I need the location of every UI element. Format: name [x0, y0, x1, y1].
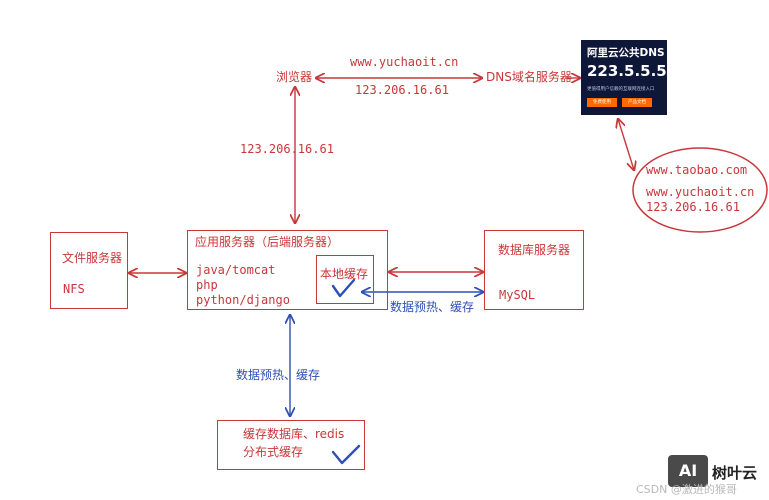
app-server-line: java/tomcat — [196, 263, 276, 277]
edge-label-ip: 123.206.16.61 — [355, 83, 449, 97]
dns-card-free-button: 免费使用 — [587, 98, 617, 107]
checkmark-icon — [331, 278, 356, 298]
db-server-label: 数据库服务器 — [498, 243, 571, 257]
badge-text: 树叶云 — [712, 464, 758, 482]
app-server-box — [187, 230, 388, 310]
db-server-box — [484, 230, 584, 310]
app-server-title: 应用服务器（后端服务器） — [195, 235, 340, 249]
resolution-entry: 123.206.16.61 — [646, 200, 740, 214]
file-server-box — [50, 232, 128, 309]
edge-label-browser-app: 123.206.16.61 — [240, 142, 334, 156]
edge-label-preheat-db: 数据预热、缓存 — [390, 300, 475, 314]
dns-server-node: DNS域名服务器 — [486, 70, 572, 84]
dns-resolution-bubble — [632, 147, 768, 233]
aliyun-dns-card: 阿里云公共DNS 223.5.5.5 更值得用户信赖的互联网连接入口 免费使用 … — [581, 40, 667, 115]
edge-label-domain: www.yuchaoit.cn — [350, 55, 459, 69]
dns-card-title: 阿里云公共DNS — [587, 47, 665, 59]
checkmark-icon — [331, 444, 361, 465]
cache-db-line: 分布式缓存 — [243, 445, 304, 459]
mysql-label: MySQL — [499, 288, 536, 302]
cache-db-line: 缓存数据库、redis — [243, 427, 345, 441]
resolution-entry: www.yuchaoit.cn — [646, 185, 755, 199]
dns-card-docs-button: 产品文档 — [622, 98, 652, 107]
resolution-entry: www.taobao.com — [646, 163, 748, 177]
local-cache-label: 本地缓存 — [320, 267, 369, 281]
ai-logo-icon: AI — [668, 455, 708, 487]
local-cache-box — [316, 255, 374, 304]
cache-db-box — [217, 420, 365, 470]
app-server-line: python/django — [196, 293, 290, 307]
edge-label-preheat-redis: 数据预热、缓存 — [236, 368, 321, 382]
dns-card-ip: 223.5.5.5 — [587, 62, 667, 80]
app-server-line: php — [196, 278, 218, 292]
nfs-label: NFS — [63, 282, 85, 296]
watermark: CSDN @激进的猴哥 — [636, 483, 737, 496]
dns-card-desc: 更值得用户信赖的互联网连接入口 — [587, 87, 655, 92]
browser-node: 浏览器 — [276, 70, 313, 84]
file-server-label: 文件服务器 — [62, 251, 123, 265]
edge-card-resolution — [618, 119, 634, 170]
